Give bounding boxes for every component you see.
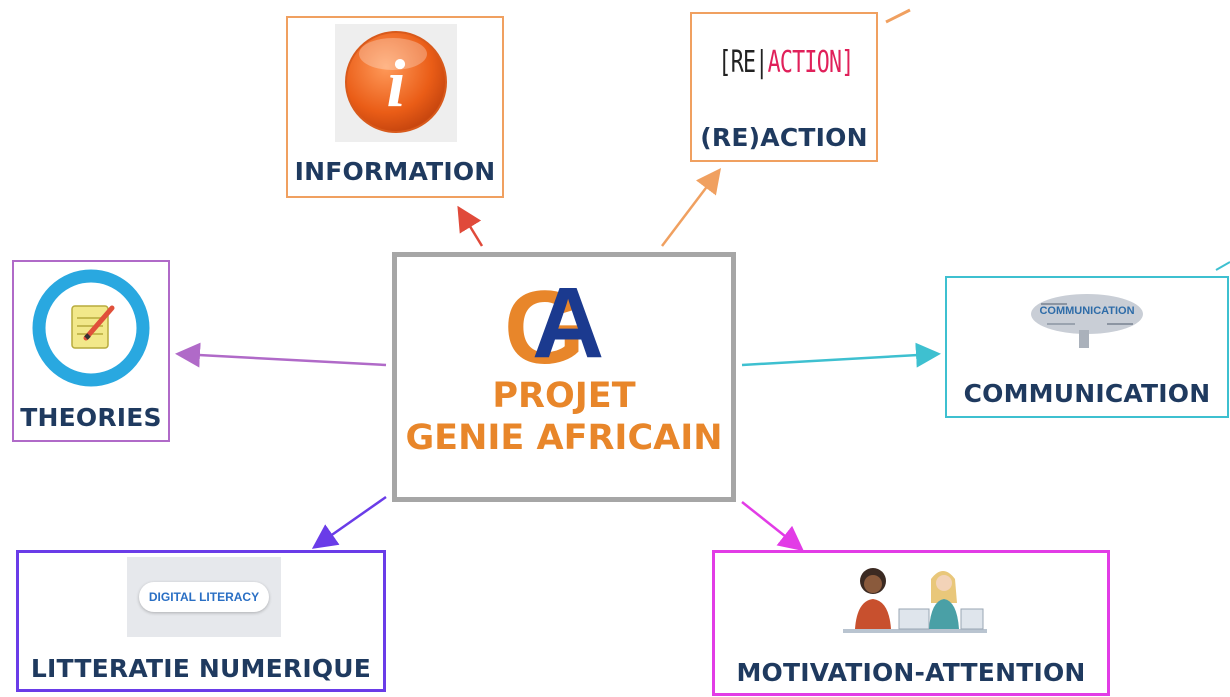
motivation-label: MOTIVATION-ATTENTION <box>736 658 1086 687</box>
notepad-icon <box>32 269 150 387</box>
arrow-to-litteratie <box>311 495 387 549</box>
arrow-to-communication <box>741 342 941 368</box>
digital-literacy-image: DIGITAL LITERACY <box>127 557 281 637</box>
reaction-logo-action: ACTION] <box>767 44 855 80</box>
students-icon <box>843 568 987 633</box>
info-icon-frame: i <box>335 24 457 142</box>
information-label: INFORMATION <box>294 157 496 186</box>
info-icon-letter: i <box>387 45 406 121</box>
communication-label: COMMUNICATION <box>963 379 1211 408</box>
litteratie-label: LITTERATIE NUMERIQUE <box>30 654 372 683</box>
logo-letter-g: G <box>504 270 585 373</box>
genie-africain-logo: G A <box>504 267 604 373</box>
reaction-label: (RE)ACTION <box>700 123 868 152</box>
center-title-line2: GENIE AFRICAIN <box>405 418 723 458</box>
digital-literacy-badge: DIGITAL LITERACY <box>138 582 270 612</box>
node-reaction: [RE|ACTION] (RE)ACTION <box>690 12 878 162</box>
edge-fragment-cyan <box>1215 261 1230 271</box>
word-cloud-icon: COMMUNICATION <box>1031 294 1143 348</box>
node-information: i INFORMATION <box>286 16 504 198</box>
edge-fragment-orange <box>885 8 911 24</box>
center-title-line1: PROJET <box>492 376 636 416</box>
word-cloud-word: COMMUNICATION <box>1039 305 1134 317</box>
node-theories: THEORIES <box>12 260 170 442</box>
students-illustration <box>835 559 995 643</box>
node-litteratie: DIGITAL LITERACY LITTERATIE NUMERIQUE <box>16 550 386 692</box>
arrow-to-theories <box>175 342 387 368</box>
info-icon: i <box>345 31 447 133</box>
theories-label: THEORIES <box>20 403 162 432</box>
logo-letter-a: A <box>532 267 604 373</box>
word-cloud-image: COMMUNICATION <box>1027 290 1147 350</box>
reaction-logo-divider: | <box>755 44 768 80</box>
arrow-to-reaction <box>661 168 722 247</box>
node-communication: COMMUNICATION COMMUNICATION <box>945 276 1229 418</box>
arrow-to-motivation <box>741 501 804 552</box>
reaction-logo: [RE|ACTION] <box>718 40 854 84</box>
reaction-logo-re: [RE <box>718 44 756 80</box>
notepad-icon-frame <box>28 266 154 390</box>
node-motivation: MOTIVATION-ATTENTION <box>712 550 1110 696</box>
central-node: G A PROJET GENIE AFRICAIN <box>392 252 736 502</box>
arrow-to-information <box>457 205 484 247</box>
